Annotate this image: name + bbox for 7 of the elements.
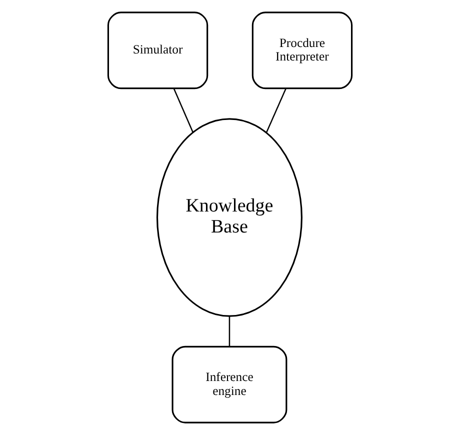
connector [228,316,230,346]
node-box: Inference engine [171,346,287,424]
node-box: Procdure Interpreter [251,12,352,90]
node-ellipse: Knowledge Base [156,118,302,317]
connector [265,88,286,133]
connector [172,88,193,133]
node-box: Simulator [106,12,208,90]
